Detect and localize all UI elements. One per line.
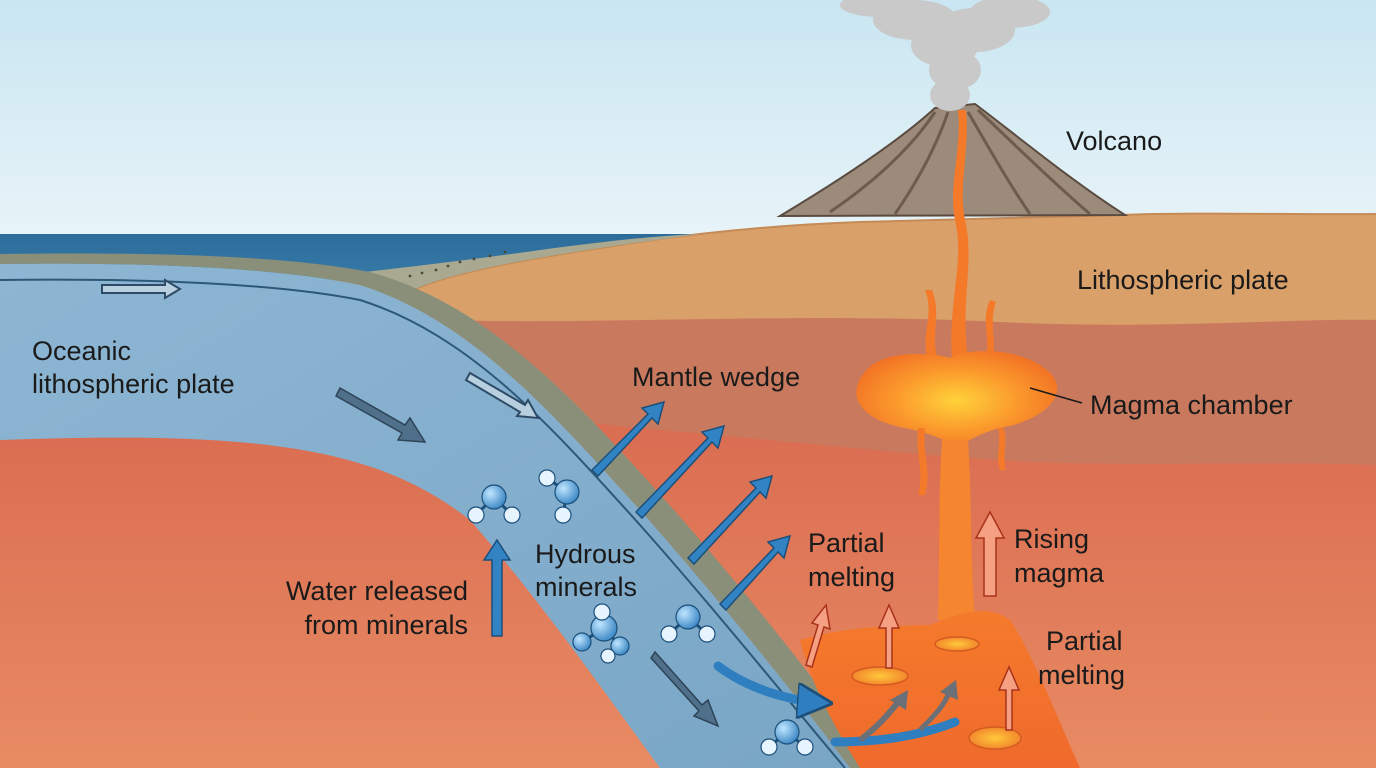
water-molecule-4 [660, 604, 716, 643]
label-rising-line1: Rising [1014, 524, 1089, 554]
volcanic-conduit [951, 110, 969, 360]
crust-highlight [394, 212, 1376, 301]
water-up-arrow [482, 538, 512, 637]
heat-arrow-1 [805, 603, 831, 668]
melt-pool-1 [851, 666, 909, 686]
magma-chamber-leader [1029, 387, 1083, 404]
water-molecule-2 [538, 469, 580, 524]
melt-pool-3 [968, 726, 1022, 750]
label-water-line2: from minerals [304, 610, 468, 640]
sky [0, 0, 1376, 240]
curved-arrow-4-head [940, 680, 958, 700]
sediment-wedge [330, 234, 700, 300]
rising-magma-arrow [974, 510, 1006, 597]
volcanic-smoke [840, 0, 1050, 111]
water-arrow-1 [590, 400, 666, 478]
water-arrow-3 [686, 474, 774, 566]
heat-arrow-3 [997, 665, 1021, 731]
water-arrow-2 [634, 424, 726, 520]
water-molecule-3 [572, 603, 630, 664]
dike-left [925, 290, 938, 360]
label-partial-melting-upper-line1: Partial [808, 528, 885, 558]
water-arrow-4 [718, 534, 792, 612]
label-oceanic-line2: lithospheric plate [32, 369, 235, 399]
water-molecule-1 [467, 484, 521, 524]
label-lithospheric-plate: Lithospheric plate [1077, 265, 1289, 295]
label-oceanic-line1: Oceanic [32, 336, 131, 366]
chamber-drip-left [917, 428, 928, 495]
label-partial-melting-lower-line1: Partial [1046, 626, 1123, 656]
volcano-cone [776, 102, 1129, 218]
label-hydrous-line1: Hydrous [535, 539, 636, 569]
rising-magma-column [938, 440, 975, 620]
dike-right [985, 300, 996, 360]
heat-arrows [805, 510, 1021, 731]
label-rising-line2: magma [1014, 558, 1105, 588]
flow-arrow-1 [335, 386, 427, 443]
flow-arrow-2 [650, 650, 720, 728]
water-release-arrows [590, 400, 792, 612]
label-volcano: Volcano [1066, 126, 1162, 156]
label-mantle-wedge: Mantle wedge [632, 362, 800, 392]
water-molecule-5 [760, 719, 814, 756]
plate-motion-arrows [101, 278, 540, 420]
oceanic-plate-top-line [0, 278, 846, 768]
curved-water-arrow-2 [830, 717, 960, 747]
water-molecules [467, 469, 814, 756]
continental-crust [395, 213, 1376, 325]
volcano-ridges [829, 108, 1091, 216]
magma-chamber [856, 351, 1058, 450]
label-water-line1: Water released [286, 576, 468, 606]
melt-pool-2 [934, 636, 980, 652]
oceanic-plate [0, 263, 850, 768]
label-partial-melting-lower-line2: melting [1038, 660, 1125, 690]
plate-arrow-2 [464, 371, 540, 420]
plate-arrow-1 [101, 278, 182, 300]
curved-water-arrow-1 [713, 661, 815, 702]
label-hydrous-line2: minerals [535, 572, 637, 602]
plate-flow-arrows [335, 386, 720, 728]
curved-arrow-3-head [890, 690, 908, 710]
label-partial-melting-upper-line2: melting [808, 562, 895, 592]
label-magma-chamber: Magma chamber [1090, 390, 1293, 420]
chamber-drip-right [998, 428, 1006, 470]
heat-arrow-2 [877, 603, 901, 669]
